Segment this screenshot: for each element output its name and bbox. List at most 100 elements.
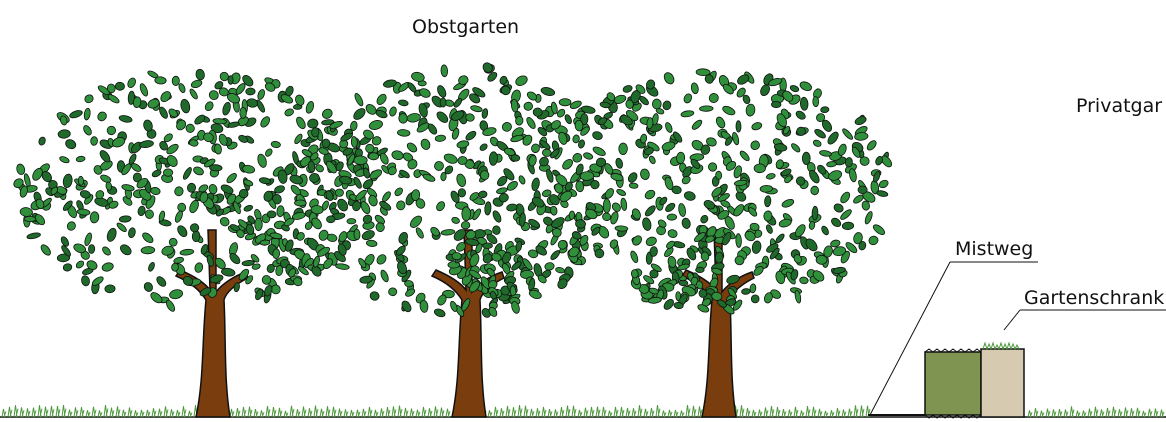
leaf-icon — [814, 128, 826, 139]
leaf-icon — [315, 164, 324, 173]
leaf-icon — [337, 198, 349, 212]
leaf-icon — [212, 118, 227, 125]
leaf-icon — [609, 239, 619, 249]
leaf-icon — [775, 159, 784, 169]
leaf-icon — [219, 216, 230, 227]
leaf-icon — [635, 84, 646, 94]
leaf-icon — [695, 68, 711, 77]
leaf-icon — [526, 117, 536, 129]
leaf-icon — [784, 175, 793, 184]
leaf-icon — [722, 105, 736, 116]
leaf-icon — [646, 79, 656, 90]
leaf-icon — [572, 153, 583, 163]
leaf-icon — [528, 154, 537, 167]
leaf-icon — [595, 157, 607, 168]
leaf-icon — [627, 172, 638, 183]
leaf-icon — [715, 116, 726, 129]
leaf-icon — [368, 152, 380, 161]
leaf-icon — [763, 292, 773, 304]
leaf-icon — [309, 172, 320, 183]
leaf-icon — [59, 115, 68, 126]
leaf-icon — [845, 242, 858, 254]
leaf-icon — [79, 190, 91, 199]
leaf-icon — [322, 108, 333, 119]
leaf-icon — [456, 242, 466, 252]
leaf-icon — [199, 191, 209, 203]
leaf-icon — [295, 94, 305, 106]
leaf-icon — [876, 190, 889, 197]
leaf-icon — [218, 133, 228, 146]
leaf-icon — [194, 262, 204, 273]
leaf-icon — [304, 221, 313, 230]
leaf-icon — [664, 247, 674, 258]
leaf-icon — [549, 194, 560, 206]
leaf-icon — [615, 157, 623, 169]
leaf-icon — [500, 85, 511, 96]
leaf-icon — [667, 229, 678, 238]
leaf-icon — [742, 94, 751, 105]
leaf-icon — [795, 110, 806, 120]
leaf-icon — [245, 223, 255, 236]
leaf-icon — [550, 120, 561, 130]
leaf-icon — [245, 275, 254, 285]
leaf-icon — [640, 168, 650, 180]
leaf-icon — [62, 263, 73, 272]
leaf-icon — [307, 160, 316, 173]
leaf-icon — [487, 71, 498, 82]
leaf-icon — [733, 204, 745, 217]
leaf-icon — [470, 105, 483, 113]
leaf-icon — [151, 169, 162, 178]
leaf-icon — [353, 176, 362, 189]
leaf-icon — [118, 115, 133, 123]
leaf-icon — [136, 177, 149, 189]
leaf-icon — [753, 163, 766, 174]
leaf-icon — [104, 284, 116, 294]
leaf-icon — [832, 246, 847, 257]
leaf-icon — [229, 253, 241, 265]
leaf-icon — [342, 147, 354, 156]
leaf-icon — [227, 121, 240, 128]
leaf-icon — [580, 113, 589, 126]
leaf-icon — [61, 245, 71, 257]
leaf-icon — [515, 240, 523, 252]
tree-right-canopy — [541, 68, 893, 315]
leaf-icon — [264, 285, 273, 297]
leaf-icon — [592, 131, 603, 140]
leaf-icon — [159, 141, 168, 151]
leaf-icon — [375, 110, 388, 119]
leaf-icon — [532, 107, 543, 117]
leaf-icon — [599, 101, 611, 109]
leaf-icon — [407, 159, 418, 170]
leaf-icon — [430, 226, 440, 237]
leaf-icon — [789, 85, 800, 93]
leaf-icon — [575, 163, 584, 176]
leaf-icon — [833, 203, 844, 213]
leaf-icon — [727, 287, 737, 299]
leaf-icon — [632, 235, 643, 246]
leaf-icon — [83, 107, 91, 121]
leaf-icon — [128, 153, 137, 165]
leaf-icon — [873, 171, 881, 183]
leaf-icon — [363, 167, 370, 179]
leaf-icon — [434, 161, 444, 171]
leaf-icon — [501, 122, 512, 132]
leaf-icon — [506, 181, 518, 191]
leaf-icon — [321, 119, 335, 126]
leaf-icon — [368, 195, 378, 207]
leaf-icon — [497, 175, 508, 187]
tree-left-canopy — [13, 68, 378, 312]
leaf-icon — [678, 203, 686, 217]
leaf-icon — [511, 301, 520, 314]
leaf-icon — [77, 175, 84, 186]
leaf-icon — [227, 75, 234, 85]
leaf-icon — [528, 218, 540, 228]
leaf-icon — [206, 254, 214, 267]
leaf-icon — [569, 100, 582, 109]
leaf-icon — [868, 235, 879, 246]
leaf-icon — [62, 173, 73, 189]
tree-middle-trunk — [430, 229, 505, 418]
leaf-icon — [511, 261, 522, 271]
leaf-icon — [411, 71, 425, 82]
leaf-icon — [791, 143, 801, 153]
